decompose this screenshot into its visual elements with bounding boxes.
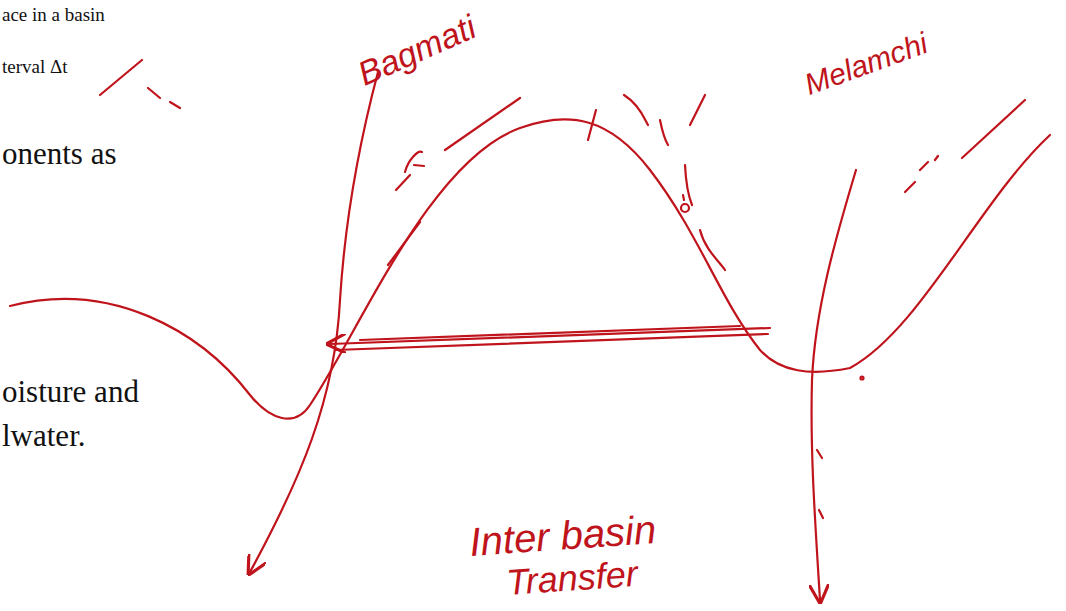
runoff-dot <box>861 377 864 380</box>
tunnel-line <box>335 334 768 350</box>
river-name: Melamchi <box>800 26 932 102</box>
slide-text: terval Δt <box>2 56 68 78</box>
flow-tick <box>817 450 823 518</box>
annotation-text: Transfer <box>505 553 639 604</box>
runoff-mark <box>100 60 1025 192</box>
slide-text: lwater. <box>2 418 86 454</box>
runoff-mark <box>388 95 725 270</box>
tunnel-line <box>360 326 740 340</box>
river-name: Bagmati <box>352 7 482 93</box>
runoff-dot <box>681 204 689 212</box>
river-line <box>250 72 378 572</box>
river-line <box>812 170 856 600</box>
slide-text: ace in a basin <box>2 4 105 26</box>
slide-text: onents as <box>2 136 117 172</box>
terrain-profile <box>10 119 1050 418</box>
slide-text: oisture and <box>2 374 139 410</box>
